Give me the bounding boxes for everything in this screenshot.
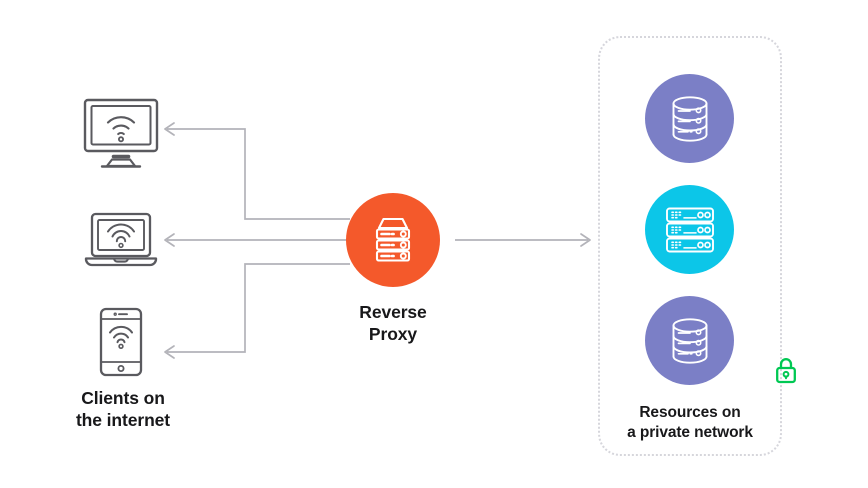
wire-proxy-to-desktop	[164, 122, 350, 220]
laptop-wifi-icon	[83, 211, 159, 276]
clients-caption: Clients on the internet	[75, 388, 171, 431]
smartphone-wifi-icon	[98, 306, 144, 383]
private-network-zone	[598, 36, 782, 456]
wire-proxy-to-laptop	[164, 233, 350, 247]
server-stack-icon	[375, 217, 411, 262]
resource-database-top[interactable]	[645, 74, 734, 163]
database-icon	[672, 95, 707, 142]
reverse-proxy-node[interactable]	[346, 193, 440, 287]
private-network-caption: Resources on a private network	[627, 404, 753, 441]
wire-proxy-to-private-network	[455, 233, 591, 247]
server-rack-icon	[665, 207, 714, 252]
resource-server-rack[interactable]	[645, 185, 734, 274]
padlock-icon	[774, 357, 798, 385]
reverse-proxy-caption: Reverse Proxy	[359, 302, 427, 345]
resource-database-bottom[interactable]	[645, 296, 734, 385]
monitor-wifi-icon	[82, 97, 160, 174]
database-icon	[672, 317, 707, 364]
